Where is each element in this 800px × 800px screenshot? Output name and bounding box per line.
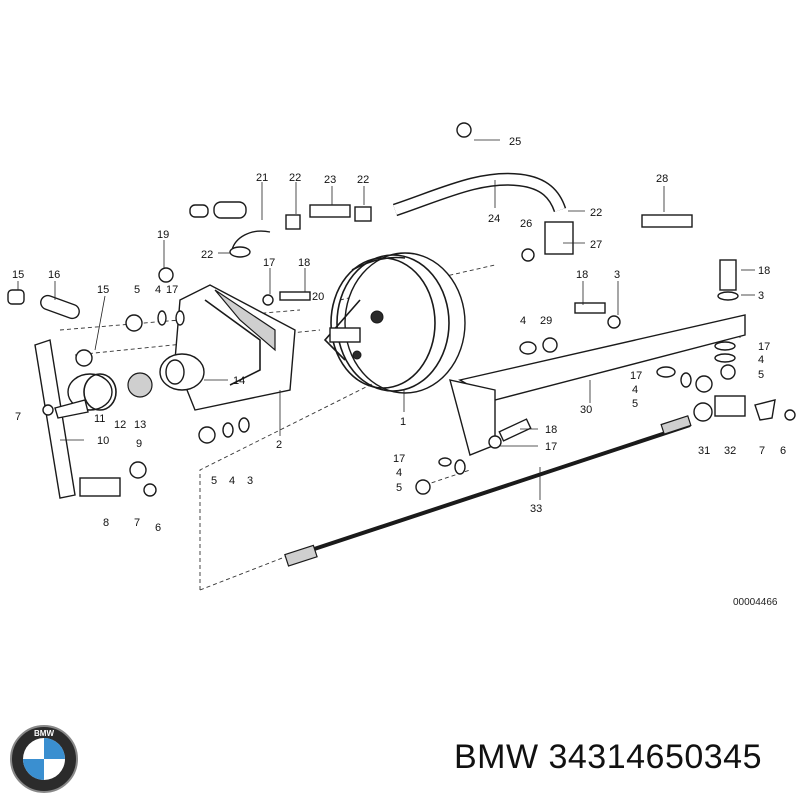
callout-6: 6: [155, 522, 161, 534]
callout-16: 16: [48, 269, 60, 281]
callout-33: 33: [530, 503, 542, 515]
callout-27: 27: [590, 239, 602, 251]
callout-17: 17: [758, 341, 770, 353]
callout-1: 1: [400, 416, 406, 428]
callout-2: 2: [276, 439, 282, 451]
vacuum-hose: [392, 172, 567, 217]
part-number-caption: BMW 34314650345: [453, 738, 762, 776]
callout-5: 5: [758, 369, 764, 381]
callout-25: 25: [509, 136, 521, 148]
callout-5: 5: [632, 398, 638, 410]
callout-15: 15: [12, 269, 24, 281]
bmw-roundel-logo: BMW: [10, 725, 78, 793]
callout-11: 11: [94, 413, 105, 425]
callout-8: 8: [103, 517, 109, 529]
callout-4: 4: [155, 284, 161, 296]
callout-26: 26: [520, 218, 532, 230]
callout-17: 17: [630, 370, 642, 382]
callout-4: 4: [520, 315, 526, 327]
callout-21: 21: [256, 172, 268, 184]
callout-4: 4: [396, 467, 402, 479]
callout-22: 22: [201, 249, 213, 261]
callout-10: 10: [97, 435, 109, 447]
callout-3: 3: [247, 475, 253, 487]
callout-18: 18: [298, 257, 310, 269]
bearing-parts: [67, 353, 205, 411]
callout-12: 12: [114, 419, 126, 431]
callout-7: 7: [15, 411, 21, 423]
logo-lettering: BMW: [34, 729, 54, 738]
callout-18: 18: [758, 265, 770, 277]
callout-3: 3: [758, 290, 764, 302]
callout-17: 17: [393, 453, 405, 465]
callout-30: 30: [580, 404, 592, 416]
leader-lines: [17, 139, 755, 500]
callout-9: 9: [136, 438, 142, 450]
callout-6: 6: [780, 445, 786, 457]
callout-4: 4: [758, 354, 764, 366]
parts-diagram: 25 21 22 23 22 24 22 26 27 28 19 22 17 1…: [7, 122, 796, 608]
callout-17: 17: [545, 441, 557, 453]
callout-18: 18: [545, 424, 557, 436]
callout-31: 31: [698, 445, 710, 457]
support-rail: [449, 314, 746, 456]
callout-14: 14: [233, 375, 245, 387]
pedal-arm: [34, 339, 76, 499]
pushrod: [284, 415, 692, 567]
hardware: [7, 122, 796, 497]
callout-32: 32: [724, 445, 736, 457]
callout-3: 3: [614, 269, 620, 281]
callout-20: 20: [312, 291, 324, 303]
callout-17: 17: [166, 284, 178, 296]
callout-labels: 25 21 22 23 22 24 22 26 27 28 19 22 17 1…: [12, 136, 786, 534]
callout-28: 28: [656, 173, 668, 185]
callout-24: 24: [488, 213, 500, 225]
callout-29: 29: [540, 315, 552, 327]
callout-4: 4: [229, 475, 235, 487]
callout-13: 13: [134, 419, 146, 431]
brake-booster: [323, 252, 466, 394]
callout-22: 22: [289, 172, 301, 184]
callout-7: 7: [759, 445, 765, 457]
callout-4: 4: [632, 384, 638, 396]
callout-17: 17: [263, 257, 275, 269]
callout-5: 5: [211, 475, 217, 487]
callout-15: 15: [97, 284, 109, 296]
callout-5: 5: [396, 482, 402, 494]
callout-22: 22: [590, 207, 602, 219]
callout-19: 19: [157, 229, 169, 241]
callout-18: 18: [576, 269, 588, 281]
callout-23: 23: [324, 174, 336, 186]
pedal-bracket: [174, 284, 296, 411]
callout-7: 7: [134, 517, 140, 529]
document-number: 00004466: [733, 597, 778, 608]
callout-5: 5: [134, 284, 140, 296]
callout-22: 22: [357, 174, 369, 186]
